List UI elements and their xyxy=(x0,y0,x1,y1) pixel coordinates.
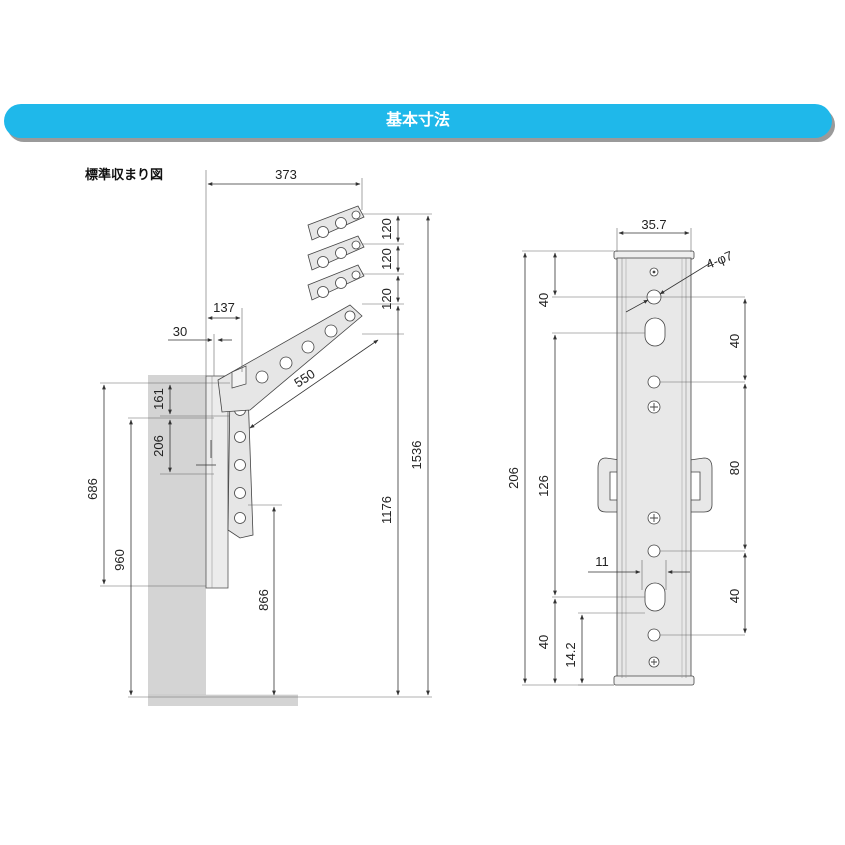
dim-120-c: 120 xyxy=(379,288,394,310)
arm-position-2 xyxy=(307,235,365,271)
dim-40-right-top: 40 xyxy=(727,334,742,348)
right-handle xyxy=(689,457,713,513)
dim-373: 373 xyxy=(275,167,297,182)
dim-11: 11 xyxy=(595,554,609,569)
main-arm xyxy=(217,304,363,413)
dim-1536: 1536 xyxy=(409,441,424,470)
mount-hole-3 xyxy=(647,544,661,558)
dim-161: 161 xyxy=(151,388,166,410)
wall xyxy=(148,375,206,695)
dim-960: 960 xyxy=(112,549,127,571)
front-view: 35.7 4-φ7 40 126 206 40 14.2 11 40 80 40 xyxy=(506,217,747,686)
dim-206-front: 206 xyxy=(506,467,521,489)
hole-spec: 4-φ7 xyxy=(704,248,735,272)
dim-686: 686 xyxy=(85,478,100,500)
floor xyxy=(148,695,298,706)
dim-40-top: 40 xyxy=(536,293,551,307)
side-view-title: 標準収まり図 xyxy=(85,167,164,182)
section-title: 基本寸法 xyxy=(385,112,450,129)
dim-137: 137 xyxy=(213,300,235,315)
dim-120-a: 120 xyxy=(379,218,394,240)
arm-position-1 xyxy=(307,205,365,241)
stowed-arm xyxy=(227,387,254,539)
dim-40-bottom-left: 40 xyxy=(536,635,551,649)
dim-120-b: 120 xyxy=(379,248,394,270)
dim-30: 30 xyxy=(173,324,187,339)
dim-126: 126 xyxy=(536,475,551,497)
dim-1176: 1176 xyxy=(379,496,394,524)
side-view: 373 120 120 120 137 30 550 161 206 686 9… xyxy=(85,167,432,706)
dim-40-right-bottom: 40 xyxy=(727,589,742,603)
dim-14-2: 14.2 xyxy=(563,642,578,667)
mount-hole-2 xyxy=(647,375,661,389)
dim-866: 866 xyxy=(256,589,271,611)
dim-80: 80 xyxy=(727,461,742,475)
mount-hole-4 xyxy=(647,628,661,642)
dim-35-7: 35.7 xyxy=(641,217,666,232)
section-banner: 基本寸法 xyxy=(4,104,832,138)
arm-position-3 xyxy=(307,264,365,301)
dim-206: 206 xyxy=(151,435,166,457)
mount-bracket xyxy=(205,375,229,589)
